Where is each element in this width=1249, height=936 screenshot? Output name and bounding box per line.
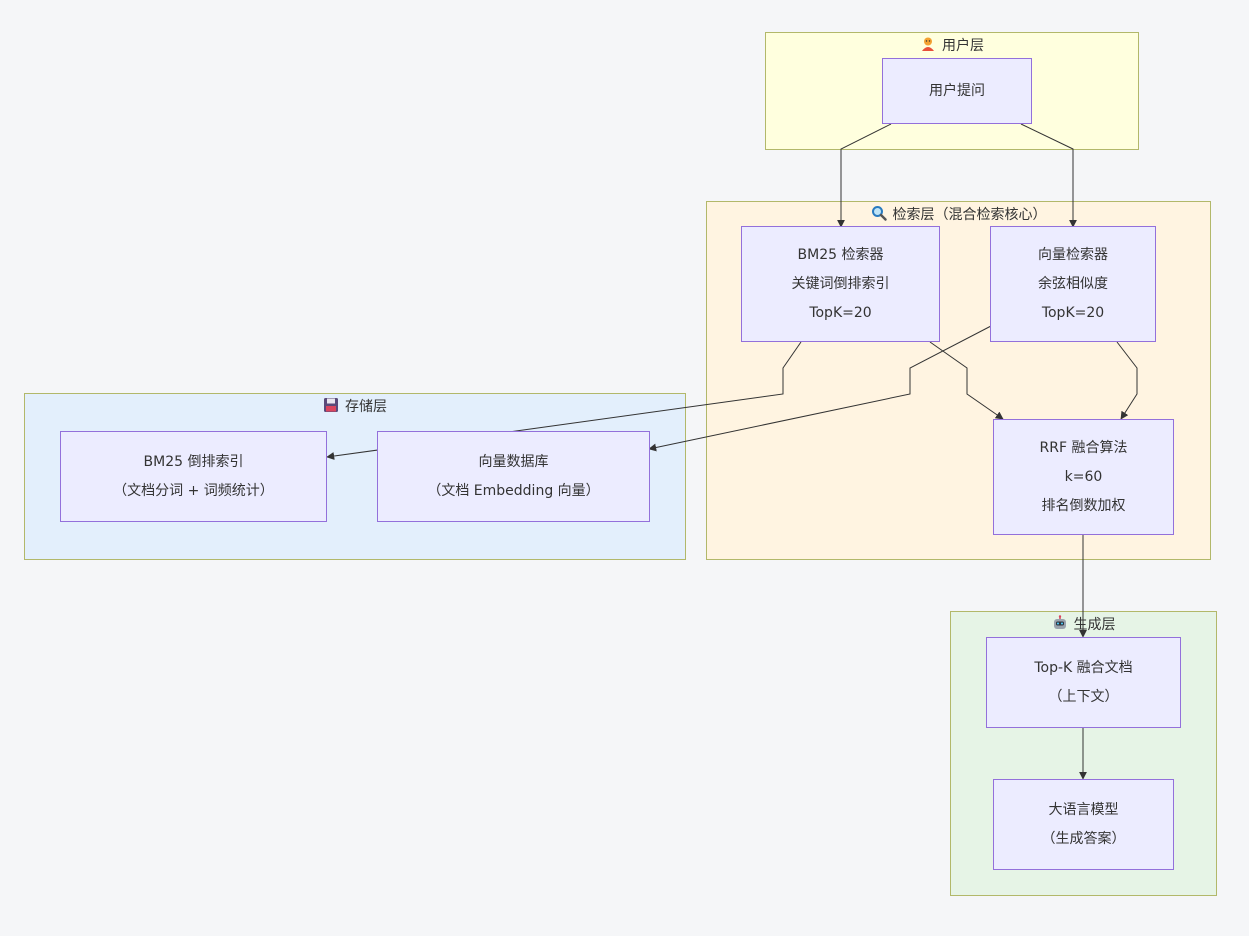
node-rrf-fusion[interactable]: RRF 融合算法 k=60 排名倒数加权 [993, 419, 1174, 535]
cluster-storage-layer-title: 存储层 [25, 397, 685, 419]
node-vector-db[interactable]: 向量数据库 （文档 Embedding 向量） [377, 431, 650, 522]
magnifier-emoji-icon [871, 205, 887, 227]
node-text-line: TopK=20 [1041, 304, 1105, 321]
cluster-retrieval-layer-title: 检索层（混合检索核心） [707, 205, 1210, 227]
cluster-retrieval-layer-label: 检索层（混合检索核心） [892, 207, 1047, 223]
node-bm25-retriever[interactable]: BM25 检索器关键词倒排索引 TopK=20 [741, 226, 940, 342]
node-bm25-index[interactable]: BM25 倒排索引 （文档分词 + 词频统计） [60, 431, 327, 522]
node-topk-docs[interactable]: Top-K 融合文档 （上下文） [986, 637, 1181, 728]
node-text-line: 排名倒数加权 [1041, 497, 1126, 514]
edge-vector-to-vectordb [648, 325, 992, 452]
node-text-line: 向量检索器 [1038, 246, 1108, 263]
edge-user-to-bm25 [837, 123, 892, 228]
node-text-line: 余弦相似度 [1038, 275, 1108, 292]
node-llm[interactable]: 大语言模型 （生成答案） [993, 779, 1174, 870]
edge-vector-to-rrf [1116, 341, 1138, 420]
node-text-line: （文档 Embedding 向量） [427, 482, 600, 499]
cluster-user-layer-label: 用户层 [942, 38, 984, 54]
cluster-storage-layer-label: 存储层 [345, 399, 387, 415]
node-vector-retriever[interactable]: 向量检索器余弦相似度 TopK=20 [990, 226, 1156, 342]
node-text-line: TopK=20 [809, 304, 872, 321]
node-text-line: 大语言模型 [1048, 801, 1119, 818]
cluster-generation-layer-title: 生成层 [951, 615, 1216, 637]
node-text-line: RRF 融合算法 [1039, 439, 1128, 456]
node-text-line: BM25 检索器 [797, 246, 884, 263]
node-text-line: 用户提问 [929, 82, 985, 99]
cluster-user-layer-title: 用户层 [766, 36, 1138, 58]
node-text-line: k=60 [1064, 468, 1103, 485]
node-text-line: （文档分词 + 词频统计） [113, 482, 274, 499]
cluster-user-layer: 用户层 [765, 32, 1139, 150]
node-text-line: 向量数据库 [478, 453, 549, 470]
edge-bm25-to-rrf [929, 341, 1004, 420]
node-user-question[interactable]: 用户提问 [882, 58, 1032, 124]
robot-emoji-icon [1052, 615, 1068, 637]
user-emoji-icon [920, 36, 936, 58]
cluster-generation-layer-label: 生成层 [1073, 617, 1116, 633]
edge-user-to-vector [1020, 123, 1077, 228]
node-text-line: （上下文） [1048, 688, 1119, 705]
node-text-line: （生成答案） [1041, 830, 1126, 847]
floppy-disk-emoji-icon [323, 397, 339, 419]
node-text-line: Top-K 融合文档 [1034, 659, 1133, 676]
node-text-line: 关键词倒排索引 [791, 275, 890, 292]
node-text-line: BM25 倒排索引 [143, 453, 244, 470]
